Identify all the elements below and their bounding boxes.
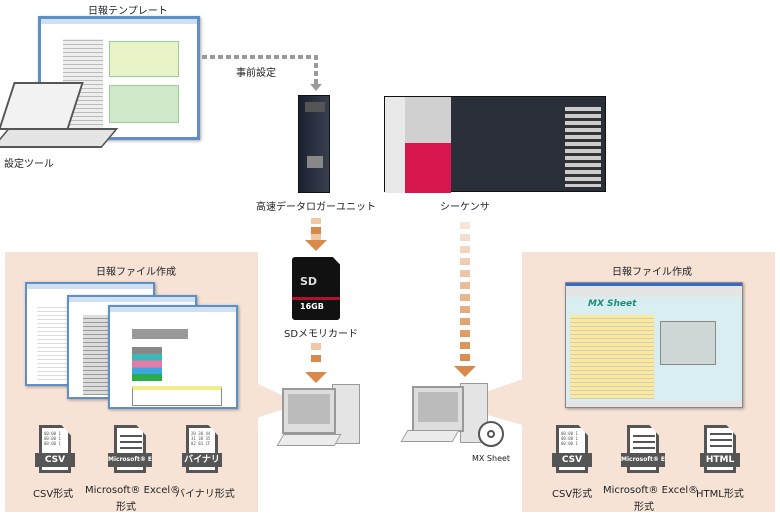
- arrow-down-icon: [305, 240, 327, 251]
- flow-arrow-shaft: [311, 355, 321, 363]
- html-file-icon: HTML: [700, 425, 740, 477]
- arrow-down-icon: [310, 84, 322, 91]
- flow-arrow-shaft: [311, 343, 321, 351]
- sd-capacity: 16GB: [300, 302, 324, 311]
- pc-monitor-icon: [412, 386, 464, 432]
- keyboard-icon: [276, 434, 342, 446]
- excel-format-label-2: 形式: [116, 502, 136, 513]
- logger-label: 高速データロガーユニット: [256, 202, 376, 213]
- arrow-down-icon: [454, 366, 476, 377]
- pc-tower: [332, 384, 360, 444]
- excel-format-label-2: 形式: [634, 502, 654, 513]
- presetting-connector: [202, 55, 318, 59]
- excel-file-icon: Microsoft® Excel®: [108, 425, 152, 477]
- data-logger-unit: [298, 95, 330, 193]
- flow-arrow-shaft: [311, 218, 321, 240]
- excel-file-icon: Microsoft® Excel®: [621, 425, 665, 477]
- right-panel-title: 日報ファイル作成: [612, 267, 692, 278]
- arrow-down-icon: [305, 372, 327, 383]
- binary-format-label: バイナリ形式: [175, 489, 235, 500]
- keyboard-icon: [400, 430, 460, 442]
- csv-format-label: CSV形式: [552, 489, 593, 500]
- presetting-connector-down: [314, 55, 318, 85]
- sd-card-icon: SD 16GB: [292, 257, 340, 320]
- laptop-base: [0, 128, 119, 148]
- excel-format-label: Microsoft® Excel®: [85, 485, 181, 496]
- csv-format-label: CSV形式: [33, 489, 74, 500]
- sequencer-label: シーケンサ: [440, 202, 490, 213]
- report-window-3: [108, 305, 238, 409]
- pc-monitor-icon: [282, 388, 336, 434]
- html-format-label: HTML形式: [696, 489, 744, 500]
- sequencer-plc: [384, 96, 606, 193]
- presetting-label: 事前設定: [236, 68, 276, 79]
- mx-sheet-window: MX Sheet: [565, 282, 743, 408]
- cd-disc-icon: [478, 421, 504, 447]
- mx-sheet-app-title: MX Sheet: [588, 299, 637, 309]
- left-panel-title: 日報ファイル作成: [96, 267, 176, 278]
- setup-tool-label: 設定ツール: [4, 159, 54, 170]
- sequencer-flow-arrow: [460, 222, 470, 364]
- template-label: 日報テンプレート: [88, 6, 168, 17]
- sd-label: SDメモリカード: [284, 329, 359, 340]
- excel-format-label: Microsoft® Excel®: [603, 485, 699, 496]
- mx-sheet-label: MX Sheet: [472, 454, 511, 463]
